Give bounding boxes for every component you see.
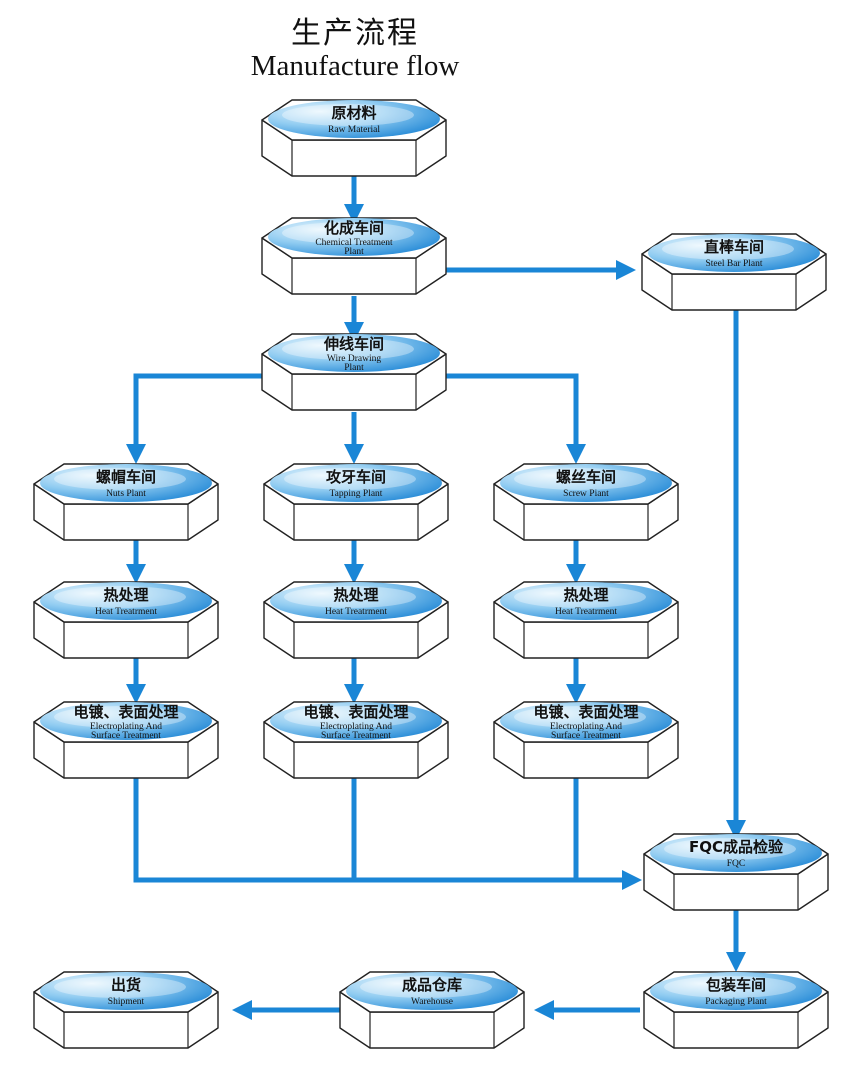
node-title-cn: FQC成品检验 [689,838,784,856]
node-nuts: 螺帽车间 Nuts Plant [33,463,219,541]
node-tapping: 攻牙车间 Tapping Plant [263,463,449,541]
node-title-cn: 包装车间 [706,976,766,994]
node-title-en: Heat Treatrment [325,607,387,617]
arrow-wire-to-nuts [126,373,264,464]
node-label-plate [270,582,442,620]
node-label-plate [268,100,440,138]
node-label-plate [500,464,672,502]
node-title-en: Shipment [108,997,145,1007]
node-label-plate [270,464,442,502]
node-label-plate [40,972,212,1010]
node-shipment: 出货 Shipment [33,971,219,1049]
node-label-plate [650,834,822,872]
node-title-en: FQC [727,859,745,869]
node-packaging: 包装车间 Packaging Plant [643,971,829,1049]
node-title-cn: 螺帽车间 [96,468,156,486]
node-title-en: Wire Drawing [327,354,381,364]
node-title-en: Surface Treatment [321,730,391,741]
node-label-plate [500,702,672,740]
node-label-plate [346,972,518,1010]
arrow-elec-to-fqc [133,776,642,890]
node-title-cn: 热处理 [563,586,608,604]
page-subtitle: Manufacture flow [250,50,460,82]
node-title-en: Electroplating And [550,722,622,732]
node-label-plate [270,702,442,740]
node-title-cn: 伸线车间 [323,335,384,353]
node-title-en: Heat Treatrment [95,607,157,617]
node-title-en: Surface Treatment [91,730,161,741]
node-heat2: 热处理 Heat Treatrment [263,581,449,659]
node-title-cn: 热处理 [333,586,378,604]
node-title-en: Plant [344,363,364,373]
node-title-cn: 成品仓库 [402,976,462,994]
node-title-en: Packaging Plant [705,997,767,1007]
node-label-plate [650,972,822,1010]
node-label-plate [268,334,440,372]
node-title-cn: 电镀、表面处理 [73,703,178,721]
node-title-cn: 攻牙车间 [326,468,386,486]
node-title-en: Tapping Plant [330,489,383,499]
node-heat1: 热处理 Heat Treatrment [33,581,219,659]
node-label-plate [500,582,672,620]
node-title-cn: 原材料 [331,104,376,122]
node-title-en: Surface Treatment [551,730,621,741]
node-title-en: Screw Piant [563,489,609,499]
node-title-cn: 化成车间 [324,219,384,237]
flow-connectors [126,175,746,1020]
node-label-plate [648,234,820,272]
node-heat3: 热处理 Heat Treatrment [493,581,679,659]
node-label-plate [40,582,212,620]
node-title-en: Electroplating And [320,722,392,732]
node-title-cn: 电镀、表面处理 [303,703,408,721]
node-steelbar: 直棒车间 Steel Bar Plant [641,233,827,311]
node-title-en: Plant [344,247,364,257]
node-title-en: Nuts Plant [106,489,146,499]
node-title-en: Steel Bar Plant [706,259,763,269]
node-label-plate [40,702,212,740]
node-screw: 螺丝车间 Screw Piant [493,463,679,541]
node-title-en: Warehouse [411,997,453,1007]
node-raw: 原材料 Raw Material [261,99,447,177]
node-label-plate [40,464,212,502]
node-title-cn: 螺丝车间 [556,468,616,486]
node-fqc: FQC成品检验 FQC [643,833,829,911]
page-title: 生产流程 [291,16,419,51]
node-warehouse: 成品仓库 Warehouse [339,971,525,1049]
node-title-en: Raw Material [328,125,380,135]
node-title-en: Chemical Treatment [315,238,393,248]
node-title-cn: 电镀、表面处理 [533,703,638,721]
arrow-wire-to-screw [446,373,586,464]
node-title-cn: 出货 [111,976,141,994]
node-title-en: Electroplating And [90,722,162,732]
node-title-en: Heat Treatrment [555,607,617,617]
node-title-cn: 热处理 [103,586,148,604]
node-label-plate [268,218,440,256]
node-title-cn: 直棒车间 [704,238,764,256]
